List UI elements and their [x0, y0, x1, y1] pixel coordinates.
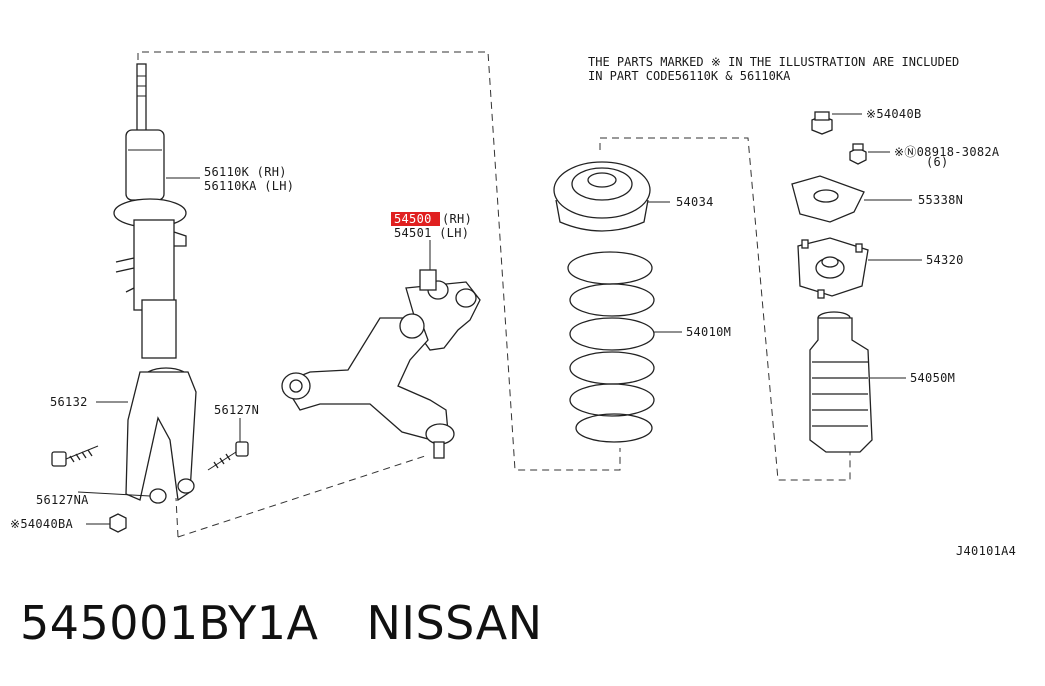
- label-plate: 55338N: [918, 193, 963, 207]
- upper-mount-parts: [791, 111, 873, 453]
- label-arm-lh: 54501 (LH): [394, 226, 469, 240]
- label-mount: 54320: [926, 253, 964, 267]
- label-nut: ※Ⓝ08918-3082A: [894, 145, 1000, 159]
- leader-lines: [77, 113, 922, 525]
- label-seat: 54034: [676, 195, 714, 209]
- label-fork: 56132: [50, 395, 88, 409]
- caption-part-number: 545001BY1A: [20, 596, 319, 650]
- fork-bolts: [51, 441, 249, 533]
- label-spring: 54010M: [686, 325, 731, 339]
- part-caption: 545001BY1A NISSAN: [20, 596, 591, 650]
- fork-bracket: [125, 367, 197, 504]
- label-strut-lh: 56110KA (LH): [204, 179, 294, 193]
- label-bolt-fork: 56127N: [214, 403, 259, 417]
- label-arm-rh-code: 54500: [394, 212, 432, 226]
- label-arm-rh-side: (RH): [442, 212, 472, 226]
- coil-spring: [567, 251, 655, 443]
- label-boot: 54050M: [910, 371, 955, 385]
- note-line-1: THE PARTS MARKED ※ IN THE ILLUSTRATION A…: [588, 55, 959, 69]
- label-bolt-left: 56127NA: [36, 493, 89, 507]
- label-nut-bottom: ※54040BA: [10, 517, 74, 531]
- lower-arm: [281, 269, 481, 459]
- note-line-2: IN PART CODE56110K & 56110KA: [588, 69, 791, 83]
- label-nut-qty: (6): [926, 155, 949, 169]
- highlight-box: [391, 212, 440, 226]
- spring-seat: [553, 161, 651, 232]
- caption-brand: NISSAN: [366, 596, 543, 650]
- drawing-id: J40101A4: [956, 544, 1016, 558]
- label-bolt-top: ※54040B: [866, 107, 922, 121]
- dashed-group-lines: [137, 51, 851, 538]
- strut-assembly: [113, 63, 187, 359]
- label-strut-rh: 56110K (RH): [204, 165, 287, 179]
